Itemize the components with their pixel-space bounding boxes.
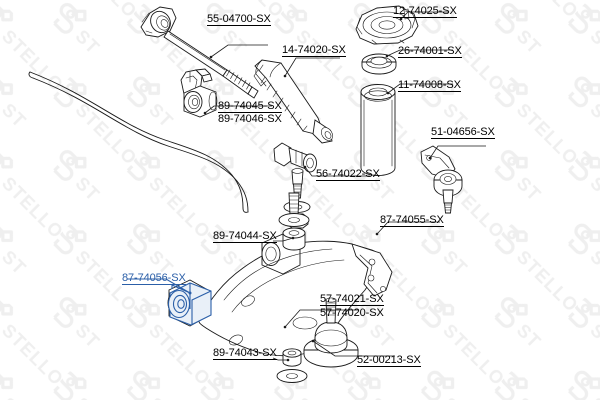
- part-label-56-74022-sx: 56-74022-SX: [316, 168, 380, 181]
- part-label-26-74001-sx: 26-74001-SX: [398, 45, 462, 58]
- part-label-89-74044-sx: 89-74044-SX: [213, 230, 277, 243]
- part-label-12-74025-sx: 12-74025-SX: [393, 5, 457, 18]
- part-label-89-74043-sx: 89-74043-SX: [213, 347, 277, 360]
- part-label-52-00213-sx: 52-00213-SX: [357, 354, 421, 367]
- part-label-89-74045-sx: 89-74045-SX: [218, 100, 282, 113]
- part-label-11-74008-sx: 11-74008-SX: [398, 79, 461, 92]
- part-label-51-04656-sx: 51-04656-SX: [431, 126, 495, 139]
- part-label-14-74020-sx: 14-74020-SX: [282, 44, 346, 57]
- part-label-57-74020-sx: 57-74020-SX: [320, 307, 384, 319]
- part-label-87-74055-sx: 87-74055-SX: [380, 214, 444, 227]
- part-label-87-74056-sx: 87-74056-SX: [122, 272, 186, 285]
- part-label-55-04700-sx: 55-04700-SX: [207, 13, 271, 26]
- part-label-57-74021-sx: 57-74021-SX: [320, 293, 384, 306]
- part-label-89-74046-sx: 89-74046-SX: [218, 113, 282, 125]
